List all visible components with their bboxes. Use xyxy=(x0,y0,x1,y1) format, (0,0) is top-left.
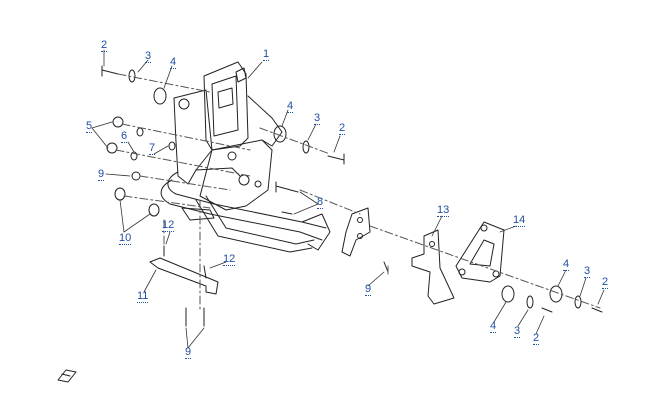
callout-14[interactable]: 14 xyxy=(513,214,526,227)
callout-3[interactable]: 3 xyxy=(584,265,591,278)
callout-4[interactable]: 4 xyxy=(287,100,294,113)
callout-2[interactable]: 2 xyxy=(533,332,540,345)
bolts-part-8 xyxy=(275,181,299,215)
small-hardware-left xyxy=(106,116,176,217)
bolts-part-12-9 xyxy=(163,245,389,327)
bushings-part-4 xyxy=(153,87,563,303)
callout-11[interactable]: 11 xyxy=(137,290,149,303)
callout-2[interactable]: 2 xyxy=(602,276,609,289)
callout-3[interactable]: 3 xyxy=(145,50,152,63)
callout-4[interactable]: 4 xyxy=(490,320,497,333)
callout-5[interactable]: 5 xyxy=(86,120,93,133)
callout-9[interactable]: 9 xyxy=(365,283,372,296)
callout-10[interactable]: 10 xyxy=(119,232,132,245)
callout-9[interactable]: 9 xyxy=(98,168,105,181)
catalog-logo-icon xyxy=(57,369,77,383)
callout-12[interactable]: 12 xyxy=(162,219,175,232)
bolts-part-2 xyxy=(101,65,603,313)
washers-part-3 xyxy=(128,69,582,309)
lower-tube-frame xyxy=(160,171,331,253)
frame-bracket-part xyxy=(173,61,283,211)
assembly-centerlines xyxy=(115,73,601,313)
callout-12[interactable]: 12 xyxy=(223,253,236,266)
callout-3[interactable]: 3 xyxy=(514,325,521,338)
lower-bracket-part-11 xyxy=(149,257,219,295)
tube-mount-plate xyxy=(341,207,371,257)
callout-13[interactable]: 13 xyxy=(437,204,450,217)
callout-leaders xyxy=(91,49,605,349)
callout-4[interactable]: 4 xyxy=(563,258,570,271)
callout-8[interactable]: 8 xyxy=(317,196,324,209)
callout-9[interactable]: 9 xyxy=(185,346,192,359)
callout-1[interactable]: 1 xyxy=(263,48,270,61)
callout-2[interactable]: 2 xyxy=(101,39,108,52)
triangle-plate-part-14 xyxy=(455,221,505,283)
callout-7[interactable]: 7 xyxy=(149,142,156,155)
bracket-part-13 xyxy=(411,229,455,305)
callout-4[interactable]: 4 xyxy=(170,56,177,69)
callout-6[interactable]: 6 xyxy=(121,130,128,143)
callout-2[interactable]: 2 xyxy=(339,122,346,135)
callout-3[interactable]: 3 xyxy=(314,112,321,125)
